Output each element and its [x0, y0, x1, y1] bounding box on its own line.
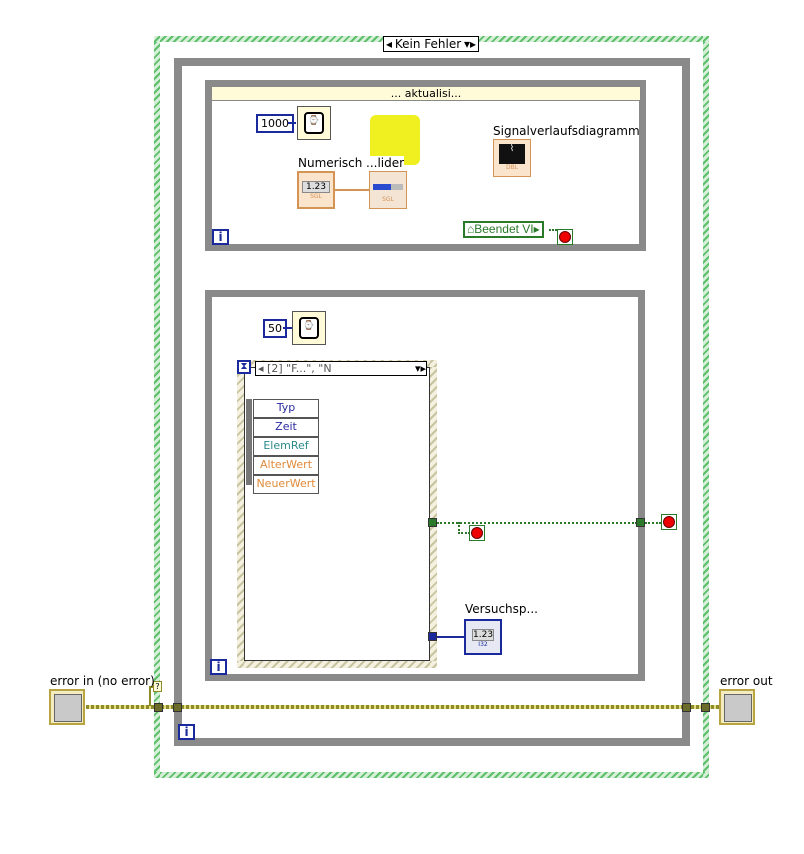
home-icon: ⌂: [467, 222, 475, 236]
case-selector-value: Kein Fehler: [394, 37, 462, 51]
numeric-tunnel: [428, 632, 437, 641]
slider-type: SGL: [382, 196, 394, 203]
event-field-typ[interactable]: Typ: [253, 399, 319, 418]
bottom-loop-iteration-terminal: i: [210, 659, 227, 675]
error-wire: [86, 705, 720, 709]
wait-ms-function[interactable]: ⌚: [297, 106, 331, 140]
event-data-node: Typ Zeit ElemRef AlterWert NeuerWert: [253, 399, 319, 494]
event-selector-value: [2] "F...", "N: [267, 362, 332, 375]
numeric-indicator-terminal[interactable]: 1.23 I32: [464, 619, 502, 655]
dropdown-arrow-icon[interactable]: ▾▸: [414, 362, 426, 375]
waveform-chart-terminal[interactable]: ⌇ DBL: [493, 139, 531, 177]
wire: [335, 189, 370, 191]
top-while-loop[interactable]: [205, 80, 646, 251]
event-data-node-handle[interactable]: [246, 399, 252, 485]
slider-indicator-terminal[interactable]: SGL: [369, 171, 407, 209]
top-loop-iteration-terminal: i: [212, 229, 229, 245]
indicator-value: 1.23: [472, 629, 494, 641]
boolean-wire: [645, 522, 661, 524]
decrement-arrow-icon[interactable]: ◂: [386, 37, 393, 51]
stop-terminal[interactable]: [469, 525, 485, 541]
watch-icon: ⌚: [304, 112, 324, 134]
error-out-terminal[interactable]: [719, 689, 755, 725]
numeric-label: Numerisch: [298, 156, 363, 170]
chart-type: DBL: [505, 164, 519, 171]
timeout-terminal-hourglass-icon[interactable]: ⧗: [237, 360, 251, 374]
boolean-wire: [437, 522, 637, 524]
error-tunnel: [701, 703, 710, 712]
case-selector-terminal: ?: [153, 681, 162, 692]
outer-loop-iteration-terminal: i: [178, 724, 195, 740]
boolean-wire: [549, 229, 557, 231]
slider-label: ...lider: [366, 156, 405, 170]
stop-terminal[interactable]: [557, 229, 573, 245]
event-field-elemref[interactable]: ElemRef: [253, 437, 319, 456]
chart-label: Signalverlaufsdiagramm: [493, 124, 640, 138]
boolean-tunnel: [636, 518, 645, 527]
error-tunnel: [682, 703, 691, 712]
numeric-control-terminal[interactable]: 1.23 SGL: [297, 171, 335, 209]
event-field-neuerwert[interactable]: NeuerWert: [253, 475, 319, 494]
chart-icon: ⌇: [499, 144, 525, 164]
boolean-tunnel: [428, 518, 437, 527]
error-tunnel: [154, 703, 163, 712]
event-structure[interactable]: [237, 360, 437, 668]
error-in-label: error in (no error): [50, 674, 155, 688]
top-loop-label: ... aktualisi...: [211, 86, 641, 101]
error-out-label: error out: [720, 674, 773, 688]
output-arrow-icon: ▸: [533, 222, 540, 236]
numeric-wire: [437, 636, 465, 638]
wire: [283, 327, 293, 329]
wait-ms-function[interactable]: ⌚: [292, 311, 326, 345]
indicator-type: I32: [478, 641, 488, 648]
error-tunnel: [173, 703, 182, 712]
case-selector[interactable]: ◂ Kein Fehler ▾▸: [383, 36, 479, 52]
property-node-beendet-vi[interactable]: ⌂Beendet VI▸: [463, 221, 544, 238]
property-label: Beendet VI: [474, 222, 534, 236]
boolean-wire-branch: [458, 522, 470, 534]
error-in-terminal[interactable]: [49, 689, 85, 725]
event-field-zeit[interactable]: Zeit: [253, 418, 319, 437]
outer-stop-terminal[interactable]: [661, 514, 677, 530]
event-field-alterwert[interactable]: AlterWert: [253, 456, 319, 475]
indicator-label: Versuchsp...: [465, 602, 538, 616]
wire: [288, 122, 296, 124]
numeric-value: 1.23: [302, 181, 330, 193]
event-selector[interactable]: ◂ [2] "F...", "N▾▸: [255, 361, 427, 376]
numeric-type: SGL: [310, 193, 322, 200]
watch-icon: ⌚: [299, 317, 319, 339]
dropdown-arrow-icon[interactable]: ▾▸: [463, 37, 476, 51]
